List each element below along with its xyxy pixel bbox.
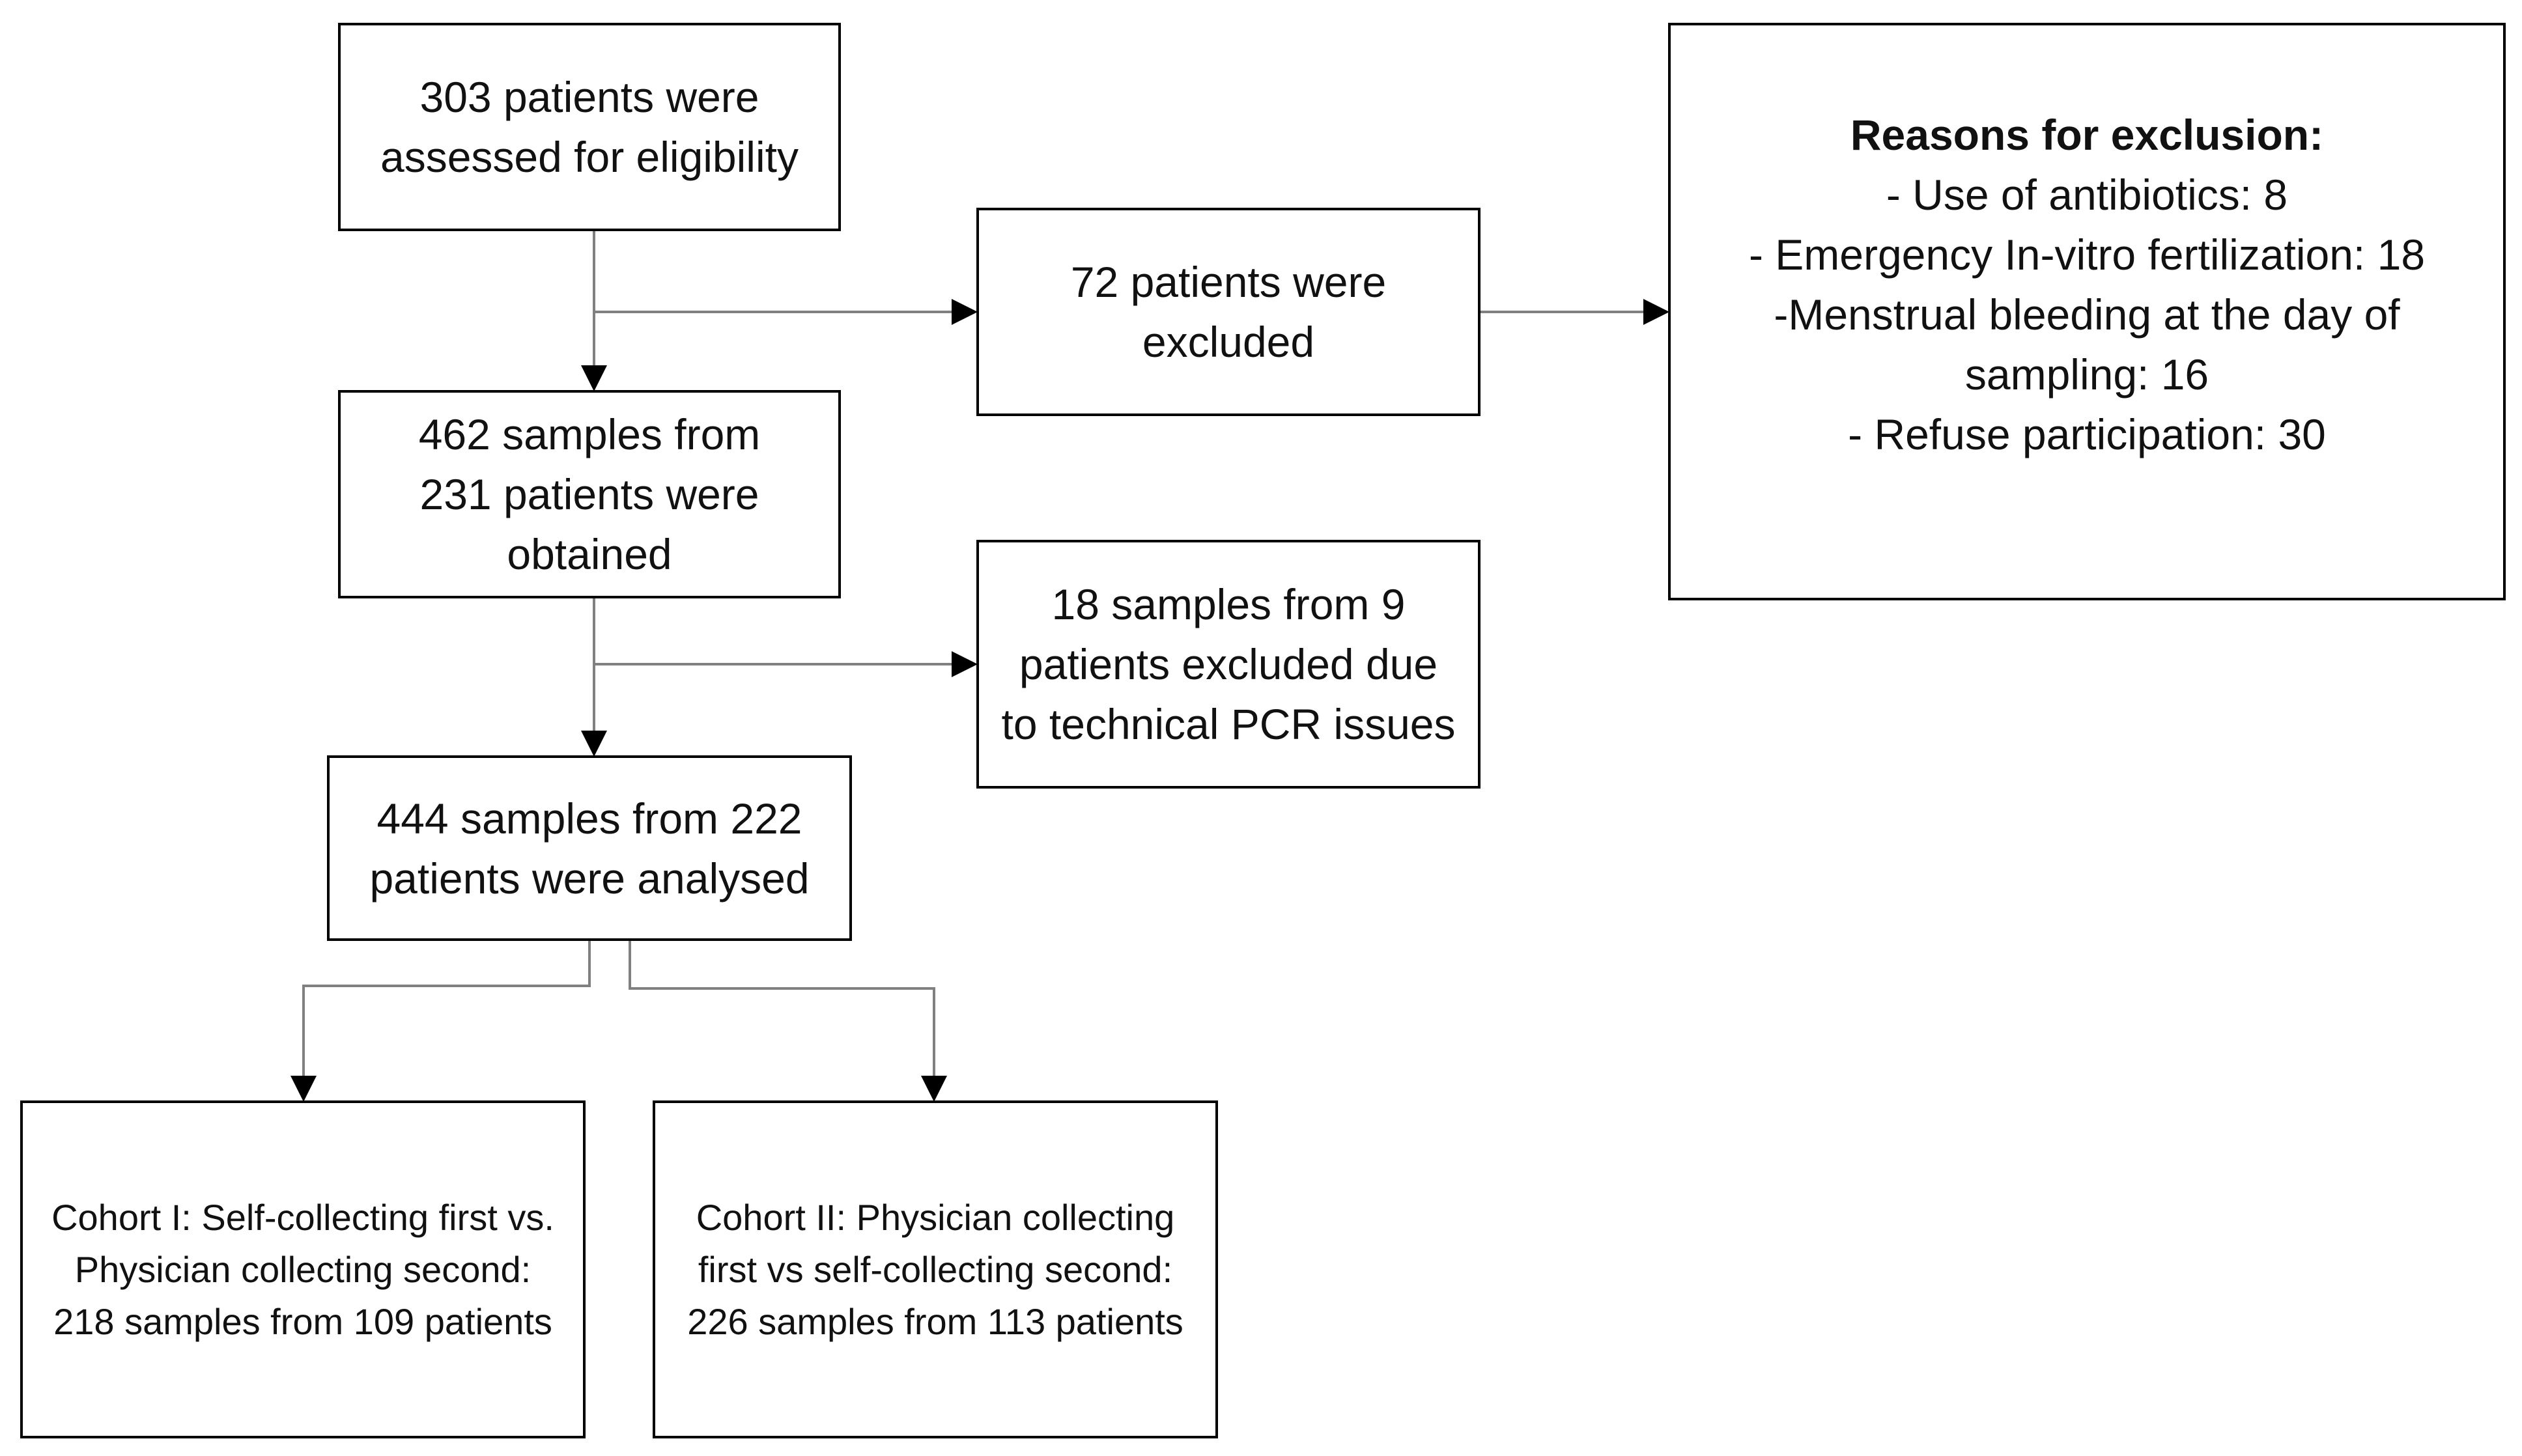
box-obtained-line-2: 231 patients were: [419, 470, 759, 518]
exclusion-reason-item: -Menstrual bleeding at the day of: [1774, 290, 2400, 339]
box-cohort2-line-1: Cohort II: Physician collecting: [696, 1196, 1175, 1238]
connector-to-cohort2: [629, 941, 947, 1102]
box-excluded-patients-line-1: 72 patients were: [1070, 258, 1387, 306]
exclusion-reason-item: - Use of antibiotics: 8: [1886, 171, 2288, 219]
box-obtained-line-1: 462 samples from: [418, 410, 761, 458]
exclusion-reason-item: - Emergency In-vitro fertilization: 18: [1748, 231, 2426, 279]
box-cohort-2: Cohort II: Physician collecting first vs…: [653, 1100, 1218, 1438]
exclusion-reason-item: sampling: 16: [1964, 350, 2209, 399]
exclusion-reasons-title: Reasons for exclusion:: [1850, 111, 2324, 159]
box-obtained-line-3: obtained: [507, 530, 672, 578]
box-excluded-samples-line-2: patients excluded due: [1019, 640, 1438, 688]
connector-to-cohort1: [290, 941, 591, 1102]
box-cohort2-line-2: first vs self-collecting second:: [698, 1248, 1173, 1290]
box-excluded-samples-line-1: 18 samples from 9: [1051, 580, 1406, 628]
box-patients-excluded: 72 patients were excluded: [976, 208, 1481, 416]
box-exclusion-reasons: Reasons for exclusion: - Use of antibiot…: [1668, 23, 2506, 600]
box-cohort1-line-2: Physician collecting second:: [74, 1248, 531, 1290]
box-assessed-line-2: assessed for eligibility: [380, 133, 799, 181]
box-samples-excluded: 18 samples from 9 patients excluded due …: [976, 540, 1481, 789]
box-cohort1-line-1: Cohort I: Self-collecting first vs.: [51, 1196, 554, 1238]
box-assessed-eligibility: 303 patients were assessed for eligibili…: [338, 23, 841, 231]
box-analysed-line-1: 444 samples from 222: [376, 794, 802, 843]
box-cohort1-line-3: 218 samples from 109 patients: [53, 1300, 552, 1342]
box-excluded-samples-line-3: to technical PCR issues: [1001, 700, 1456, 748]
box-assessed-line-1: 303 patients were: [419, 73, 759, 121]
box-cohort-1: Cohort I: Self-collecting first vs. Phys…: [20, 1100, 586, 1438]
exclusion-reason-item: - Refuse participation: 30: [1848, 410, 2326, 458]
box-excluded-patients-line-2: excluded: [1142, 318, 1315, 366]
box-analysed-line-2: patients were analysed: [369, 854, 810, 903]
box-samples-obtained: 462 samples from 231 patients were obtai…: [338, 390, 841, 598]
box-cohort2-line-3: 226 samples from 113 patients: [687, 1300, 1183, 1342]
box-samples-analysed: 444 samples from 222 patients were analy…: [327, 755, 852, 941]
